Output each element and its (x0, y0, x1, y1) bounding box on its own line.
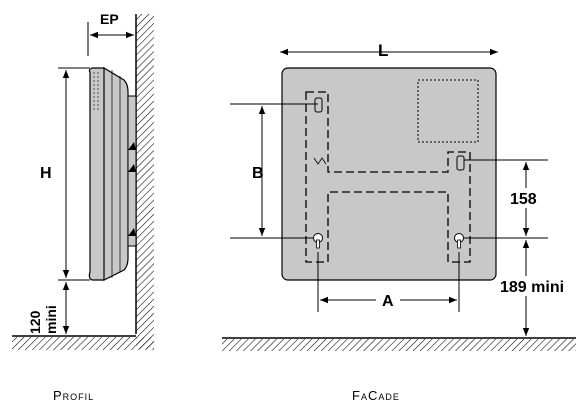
radiator-side-profile (88, 66, 137, 281)
label-189-mini: 189 mini (500, 279, 564, 296)
dimension-ep: EP (87, 11, 134, 56)
label-158-backdrop (508, 188, 546, 208)
label-h: H (40, 165, 52, 182)
label-120-mini: mini (43, 305, 59, 334)
label-a-backdrop (376, 290, 400, 310)
label-a: A (382, 293, 394, 310)
label-l: L (378, 41, 388, 60)
dimension-l: L (280, 41, 498, 60)
caption-facade: FaCade (352, 388, 400, 403)
facade-floor-hatch (222, 339, 576, 351)
bracket-clip-mark (313, 157, 327, 165)
keyhole-right (454, 233, 464, 249)
dimension-120-mini: 120 mini (27, 282, 70, 334)
dimension-158: 158 (464, 159, 548, 239)
label-189-backdrop (498, 276, 578, 296)
caption-profil: Profil (53, 388, 95, 403)
slot-top-left (314, 97, 323, 113)
label-158: 158 (510, 191, 537, 208)
control-box-outline (417, 79, 479, 143)
label-b: B (252, 165, 264, 182)
dimension-b: B (230, 103, 318, 239)
dimension-h: H (40, 67, 90, 281)
slot-top-right (456, 155, 465, 171)
mounting-bracket-outline (305, 91, 471, 263)
profile-floor-hatch (12, 337, 154, 350)
facade-view: L B A 158 189 mini (222, 41, 578, 351)
profile-wall-hatch (136, 14, 154, 349)
profile-view: EP H 120 mini (12, 11, 154, 350)
dimension-a: A (317, 252, 460, 312)
dimension-189-mini: 189 mini (498, 240, 578, 336)
radiator-front-panel (281, 67, 497, 281)
label-ep: EP (100, 11, 119, 27)
label-120: 120 (27, 310, 43, 334)
